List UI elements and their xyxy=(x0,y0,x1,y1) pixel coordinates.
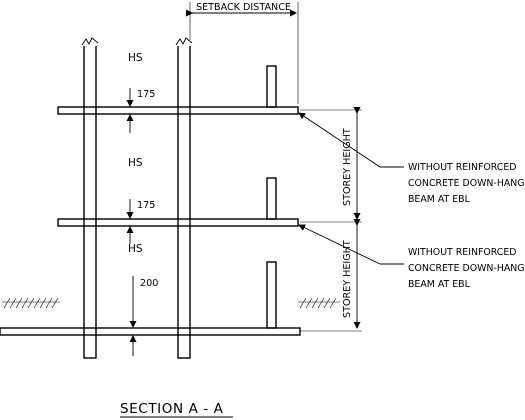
slab-upper xyxy=(57,106,299,115)
callout-lower: WITHOUT REINFORCED CONCRETE DOWN-HANG BE… xyxy=(408,247,525,290)
ground-hatch-right xyxy=(298,297,340,309)
column-middle xyxy=(175,37,193,359)
parapets xyxy=(266,65,277,329)
section-title: SECTION A - A xyxy=(120,401,224,417)
storey-height-label-lower: STOREY HEIGHT xyxy=(342,240,353,318)
slab-middle xyxy=(57,218,299,227)
callout-lower-line-1: WITHOUT REINFORCED xyxy=(408,247,516,258)
callout-lower-line-3: BEAM AT EBL xyxy=(408,279,471,290)
column-left xyxy=(81,37,99,359)
thickness-label-upper: 175 xyxy=(137,89,155,100)
setback-dimension xyxy=(186,2,299,104)
thickness-label-middle: 175 xyxy=(137,200,155,211)
callout-upper: WITHOUT REINFORCED CONCRETE DOWN-HANG BE… xyxy=(408,162,525,205)
callout-leader-lower xyxy=(298,224,404,265)
setback-distance-label: SETBACK DISTANCE xyxy=(196,2,291,13)
thickness-label-lower: 200 xyxy=(140,278,158,289)
callout-upper-line-2: CONCRETE DOWN-HANG xyxy=(408,178,525,189)
callout-leader-upper xyxy=(298,112,404,168)
callout-upper-line-3: BEAM AT EBL xyxy=(408,194,471,205)
room-label-upper: HS xyxy=(128,52,143,64)
storey-height-dims xyxy=(300,107,362,332)
room-label-middle: HS xyxy=(128,157,143,169)
callout-upper-line-1: WITHOUT REINFORCED xyxy=(408,162,516,173)
callout-lower-line-2: CONCRETE DOWN-HANG xyxy=(408,263,525,274)
ground-hatch-left xyxy=(2,297,60,309)
room-label-lower: HS xyxy=(128,243,143,255)
storey-height-label-upper: STOREY HEIGHT xyxy=(342,128,353,206)
slab-ground xyxy=(0,327,301,336)
